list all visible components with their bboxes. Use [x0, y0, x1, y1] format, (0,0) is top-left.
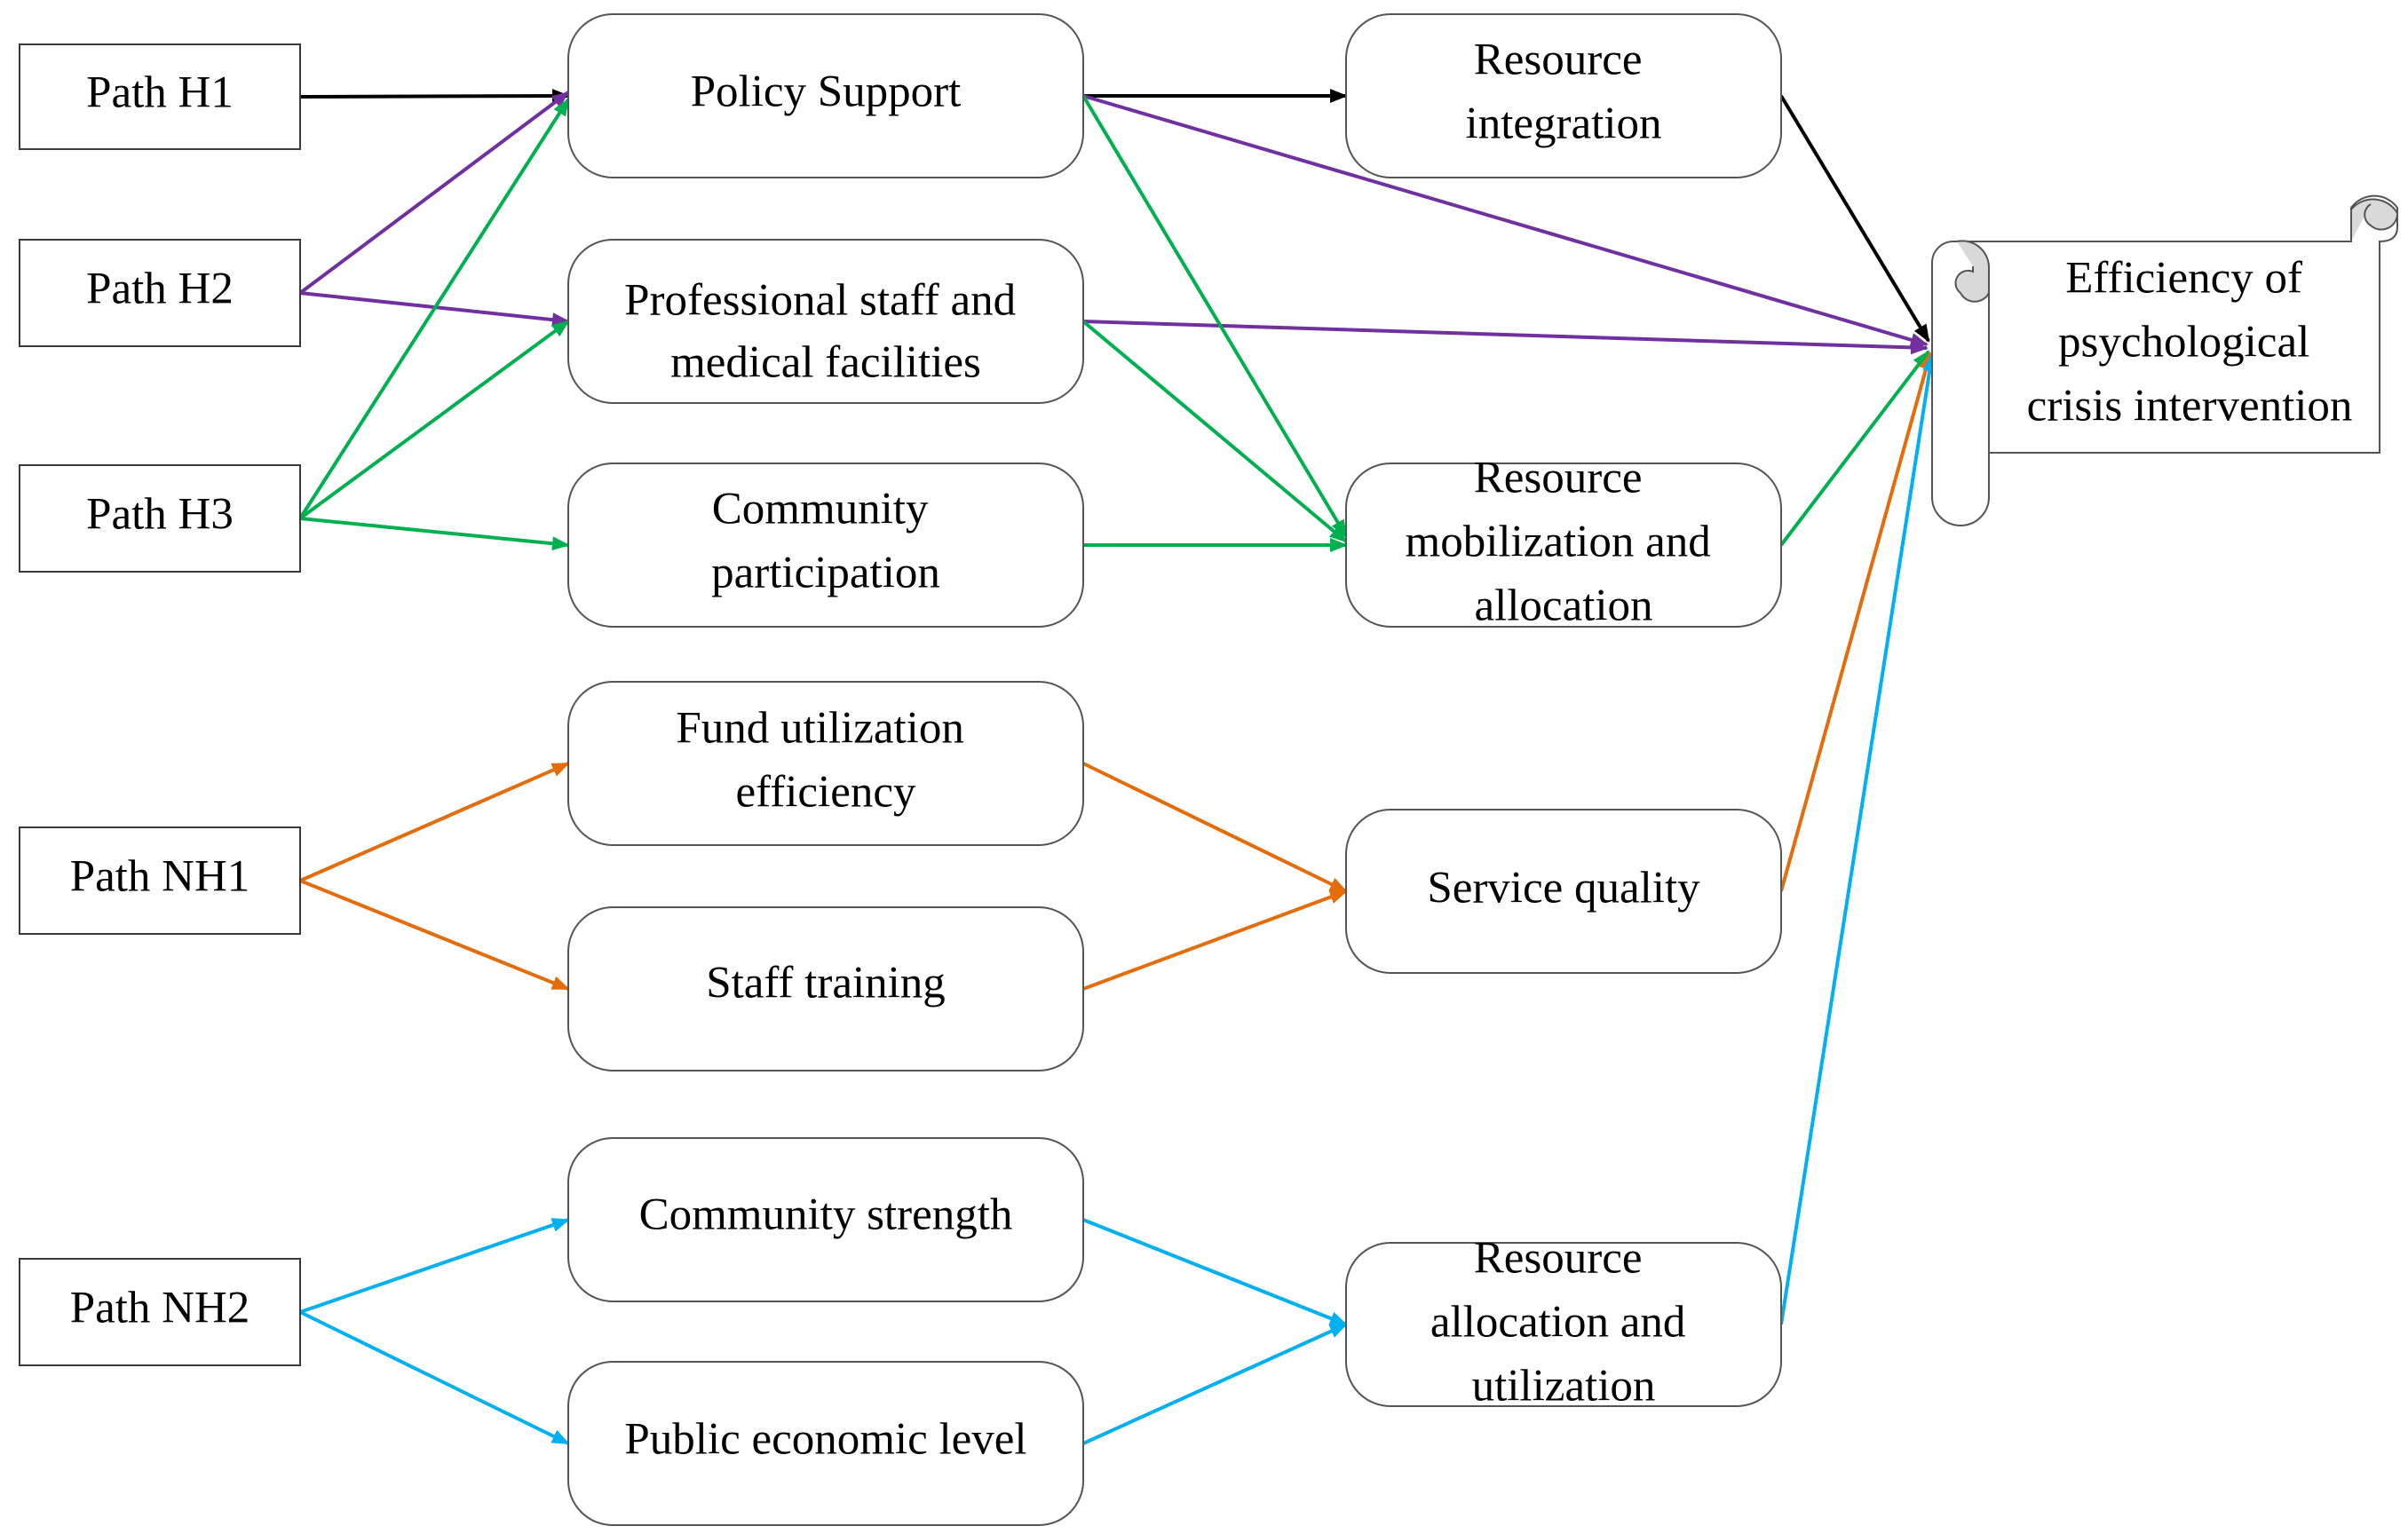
- edge-fund-utilization-to-service-quality: [1082, 762, 1348, 893]
- resource-integration-node: Resource integration: [1345, 13, 1782, 178]
- professional-staff-node: Professional staff and medical facilitie…: [567, 239, 1084, 404]
- path-h2-label: Path H2: [86, 265, 234, 314]
- public-economic-node: Public economic level: [567, 1361, 1084, 1526]
- resource-allocation-node: Resource allocation and utilization: [1345, 1223, 1782, 1411]
- community-participation-label: Community participation: [711, 474, 940, 598]
- fund-utilization-node: Fund utilization efficiency: [567, 681, 1084, 846]
- edge-policy-support-to-outcome: [1082, 94, 1929, 347]
- edge-path-nh2-to-community-strength: [299, 1218, 570, 1314]
- path-nh2-box: Path NH2: [19, 1258, 301, 1366]
- edge-path-nh2-to-public-economic: [299, 1310, 570, 1445]
- professional-staff-label: Professional staff and medical facilitie…: [624, 265, 1027, 388]
- resource-mobilization-node: Resource mobilization and allocation: [1345, 443, 1782, 631]
- resource-mobilization-label: Resource mobilization and allocation: [1406, 443, 1723, 631]
- community-participation-node: Community participation: [567, 463, 1084, 628]
- public-economic-label: Public economic level: [624, 1415, 1026, 1465]
- edge-professional-staff-to-resource-mobilization: [1081, 320, 1348, 543]
- edge-resource-mobilization-to-outcome: [1779, 350, 1930, 547]
- service-quality-label: Service quality: [1427, 864, 1700, 913]
- resource-allocation-label: Resource allocation and utilization: [1430, 1223, 1697, 1411]
- edge-path-nh1-to-staff-training: [299, 879, 570, 991]
- edge-path-h2-to-policy-support: [298, 91, 570, 295]
- edge-path-h3-to-community-participation: [299, 517, 570, 551]
- edge-policy-support-to-resource-mobilization: [1081, 94, 1348, 538]
- edge-public-economic-to-resource-allocation: [1082, 1323, 1348, 1445]
- policy-support-label: Policy Support: [691, 67, 962, 117]
- edge-resource-allocation-to-outcome: [1779, 353, 1937, 1325]
- edge-path-h3-to-policy-support: [298, 98, 570, 520]
- edge-path-h1-to-policy-support: [299, 89, 570, 104]
- path-h3-label: Path H3: [86, 490, 234, 540]
- path-h3-box: Path H3: [19, 464, 301, 573]
- community-strength-node: Community strength: [567, 1137, 1084, 1302]
- edge-professional-staff-to-outcome: [1082, 320, 1929, 355]
- resource-integration-label: Resource integration: [1466, 25, 1662, 149]
- staff-training-label: Staff training: [706, 959, 946, 1008]
- path-nh1-box: Path NH1: [19, 826, 301, 935]
- path-h1-box: Path H1: [19, 43, 301, 150]
- policy-support-node: Policy Support: [567, 13, 1084, 178]
- edge-resource-integration-to-outcome: [1779, 94, 1930, 343]
- fund-utilization-label: Fund utilization efficiency: [676, 693, 975, 818]
- community-strength-label: Community strength: [639, 1190, 1013, 1240]
- outcome-label: Efficiency of psychological crisis inter…: [2027, 243, 2353, 431]
- path-nh2-label: Path NH2: [70, 1284, 250, 1333]
- path-h2-box: Path H2: [19, 239, 301, 347]
- outcome-scroll: Efficiency of psychological crisis inter…: [1931, 194, 2399, 526]
- service-quality-node: Service quality: [1345, 809, 1782, 974]
- edge-service-quality-to-outcome: [1779, 352, 1933, 892]
- staff-training-node: Staff training: [567, 906, 1084, 1071]
- edge-layer: [298, 89, 1937, 1445]
- edge-staff-training-to-service-quality: [1082, 890, 1348, 991]
- path-h1-label: Path H1: [86, 68, 234, 118]
- edge-community-strength-to-resource-allocation: [1082, 1218, 1348, 1326]
- path-nh1-label: Path NH1: [70, 852, 250, 902]
- edge-path-nh1-to-fund-utilization: [299, 762, 570, 882]
- edge-path-h3-to-professional-staff: [298, 320, 570, 520]
